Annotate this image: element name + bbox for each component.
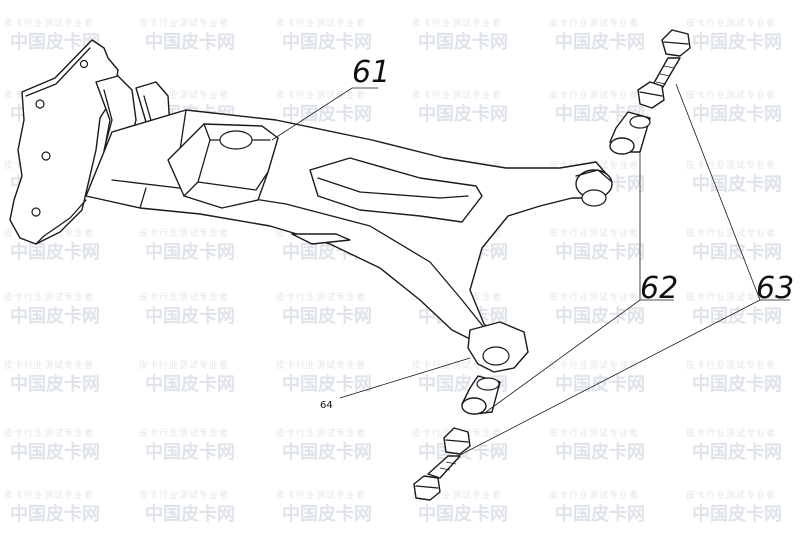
watermark-brand: 中国皮卡网 bbox=[282, 503, 372, 525]
watermark-tagline: 皮卡行业测试专业者 bbox=[686, 227, 776, 239]
upper-bolt-63 bbox=[637, 29, 691, 109]
watermark-tagline: 皮卡行业测试专业者 bbox=[686, 89, 776, 101]
rear-pivot-eye bbox=[467, 321, 529, 373]
watermark-brand: 中国皮卡网 bbox=[145, 31, 235, 53]
watermark-brand: 中国皮卡网 bbox=[555, 441, 645, 463]
watermark-brand: 中国皮卡网 bbox=[282, 305, 372, 327]
watermark-brand: 中国皮卡网 bbox=[555, 503, 645, 525]
watermark-brand: 中国皮卡网 bbox=[10, 305, 100, 327]
watermark-tagline: 皮卡行业测试专业者 bbox=[549, 291, 639, 303]
watermark-tagline: 皮卡行业测试专业者 bbox=[686, 359, 776, 371]
watermark-brand: 中国皮卡网 bbox=[282, 373, 372, 395]
watermark-tagline: 皮卡行业测试专业者 bbox=[686, 489, 776, 501]
watermark-brand: 中国皮卡网 bbox=[418, 503, 508, 525]
watermark-tagline: 皮卡行业测试专业者 bbox=[412, 89, 502, 101]
watermark-brand: 中国皮卡网 bbox=[282, 441, 372, 463]
watermark-tagline: 皮卡行业测试专业者 bbox=[4, 359, 94, 371]
watermark-brand: 中国皮卡网 bbox=[692, 441, 782, 463]
boss-block bbox=[167, 123, 279, 209]
watermark-tagline: 皮卡行业测试专业者 bbox=[276, 89, 366, 101]
watermark-tagline: 皮卡行业测试专业者 bbox=[686, 159, 776, 171]
watermark-tagline: 皮卡行业测试专业者 bbox=[4, 17, 94, 29]
watermark-brand: 中国皮卡网 bbox=[692, 305, 782, 327]
watermark-tagline: 皮卡行业测试专业者 bbox=[549, 17, 639, 29]
watermark-brand: 中国皮卡网 bbox=[145, 305, 235, 327]
watermark-brand: 中国皮卡网 bbox=[692, 241, 782, 263]
watermark-tagline: 皮卡行业测试专业者 bbox=[4, 427, 94, 439]
leader-lines bbox=[271, 83, 790, 457]
leader-63-lower bbox=[457, 299, 761, 457]
watermark-tagline: 皮卡行业测试专业者 bbox=[276, 359, 366, 371]
watermark-brand: 中国皮卡网 bbox=[145, 503, 235, 525]
lower-bushing-62 bbox=[461, 375, 501, 415]
watermark-tagline: 皮卡行业测试专业者 bbox=[139, 227, 229, 239]
watermark-brand: 中国皮卡网 bbox=[10, 503, 100, 525]
watermark-brand: 中国皮卡网 bbox=[145, 373, 235, 395]
watermark-tagline: 皮卡行业测试专业者 bbox=[686, 291, 776, 303]
watermark-tagline: 皮卡行业测试专业者 bbox=[139, 359, 229, 371]
leader-64 bbox=[339, 357, 471, 399]
watermark-tagline: 皮卡行业测试专业者 bbox=[139, 17, 229, 29]
watermark-brand: 中国皮卡网 bbox=[10, 31, 100, 53]
watermark-tagline: 皮卡行业测试专业者 bbox=[549, 427, 639, 439]
arm-window bbox=[291, 157, 483, 245]
watermark-brand: 中国皮卡网 bbox=[145, 241, 235, 263]
watermark-brand: 中国皮卡网 bbox=[10, 441, 100, 463]
watermark-tagline: 皮卡行业测试专业者 bbox=[276, 291, 366, 303]
upper-bushing-62 bbox=[609, 111, 651, 155]
watermark-brand: 中国皮卡网 bbox=[10, 373, 100, 395]
callout-64: 64 bbox=[320, 400, 333, 411]
watermark-tagline: 皮卡行业测试专业者 bbox=[686, 17, 776, 29]
watermark-brand: 中国皮卡网 bbox=[555, 373, 645, 395]
watermark-brand: 中国皮卡网 bbox=[555, 305, 645, 327]
watermark-tagline: 皮卡行业测试专业者 bbox=[4, 489, 94, 501]
mounting-bracket-plate bbox=[9, 39, 119, 245]
watermark-brand: 中国皮卡网 bbox=[692, 31, 782, 53]
watermark-brand: 中国皮卡网 bbox=[692, 503, 782, 525]
watermark-brand: 中国皮卡网 bbox=[692, 373, 782, 395]
watermark-tagline: 皮卡行业测试专业者 bbox=[139, 427, 229, 439]
front-pivot-eye bbox=[575, 169, 613, 207]
leader-62-lower bbox=[485, 299, 641, 413]
watermark-brand: 中国皮卡网 bbox=[145, 441, 235, 463]
watermark-tagline: 皮卡行业测试专业者 bbox=[549, 227, 639, 239]
watermark-tagline: 皮卡行业测试专业者 bbox=[139, 489, 229, 501]
watermark-tagline: 皮卡行业测试专业者 bbox=[549, 359, 639, 371]
watermark-tagline: 皮卡行业测试专业者 bbox=[276, 489, 366, 501]
leader-61 bbox=[271, 87, 378, 141]
watermark-brand: 中国皮卡网 bbox=[282, 103, 372, 125]
callout-62: 62 bbox=[640, 271, 678, 306]
watermark-tagline: 皮卡行业测试专业者 bbox=[549, 89, 639, 101]
watermark-brand: 中国皮卡网 bbox=[418, 103, 508, 125]
watermark-brand: 中国皮卡网 bbox=[692, 173, 782, 195]
watermark-tagline: 皮卡行业测试专业者 bbox=[276, 17, 366, 29]
lower-bolt-63 bbox=[413, 427, 471, 501]
watermark-tagline: 皮卡行业测试专业者 bbox=[686, 427, 776, 439]
watermark-brand: 中国皮卡网 bbox=[555, 31, 645, 53]
watermark-brand: 中国皮卡网 bbox=[10, 241, 100, 263]
callout-61: 61 bbox=[352, 55, 390, 90]
watermark-tagline: 皮卡行业测试专业者 bbox=[412, 17, 502, 29]
watermark-brand: 中国皮卡网 bbox=[692, 103, 782, 125]
watermark-tagline: 皮卡行业测试专业者 bbox=[139, 291, 229, 303]
watermark-tagline: 皮卡行业测试专业者 bbox=[276, 427, 366, 439]
watermark-brand: 中国皮卡网 bbox=[555, 241, 645, 263]
watermark-brand: 中国皮卡网 bbox=[282, 31, 372, 53]
watermark-tagline: 皮卡行业测试专业者 bbox=[4, 291, 94, 303]
watermark-brand: 中国皮卡网 bbox=[418, 31, 508, 53]
callout-63: 63 bbox=[756, 271, 794, 306]
watermark-tagline: 皮卡行业测试专业者 bbox=[549, 489, 639, 501]
